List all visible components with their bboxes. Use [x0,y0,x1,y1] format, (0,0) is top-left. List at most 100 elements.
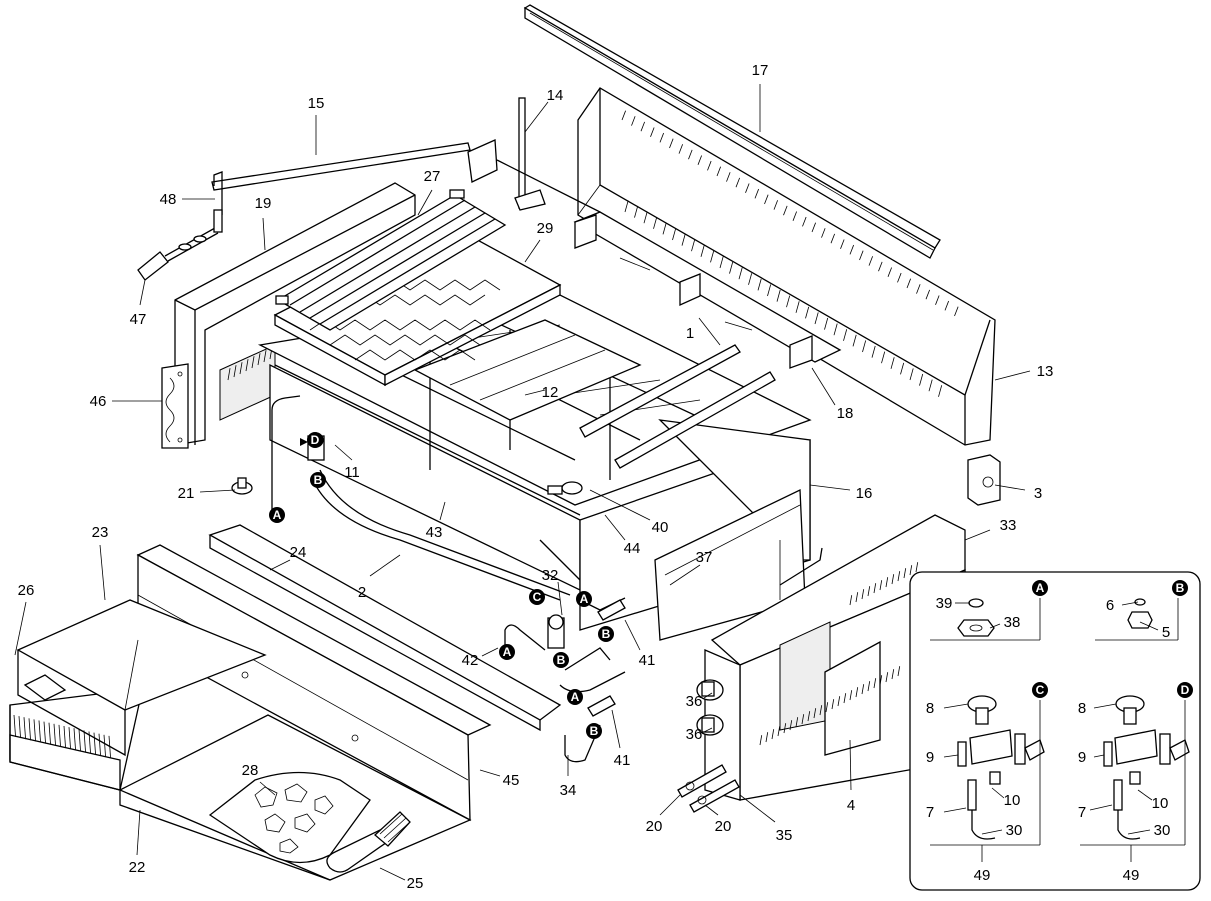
vent-slot [697,155,702,165]
callout-20: 20 [646,818,663,835]
vent-slot [13,714,16,737]
callout-28: 28 [242,762,259,779]
vent-slot [700,245,705,257]
vent-slot [928,379,933,392]
part-36-knobs [696,679,724,736]
badge-B: B [598,626,614,642]
vent-slot [821,228,826,238]
arrow-marker [300,438,308,446]
leader-line [811,367,836,406]
part-3-bracket [967,454,1001,506]
leader-line [589,489,651,521]
callout-5: 5 [1162,624,1170,641]
badge-A: A [567,689,583,705]
svg-text:B: B [602,627,611,641]
vent-slot [53,723,56,746]
callout-49: 49 [974,867,991,884]
part-13-back-panel [577,87,996,446]
vent-slot [819,705,823,716]
leader-line [943,703,969,709]
callout-17: 17 [752,62,769,79]
vent-slot [849,595,853,606]
vent-slot [765,732,769,743]
svg-text:B: B [314,473,323,487]
svg-text:A: A [580,592,589,606]
callout-29: 29 [537,220,554,237]
vent-slot [867,681,871,692]
vent-slot [735,177,740,188]
leader-line [1093,754,1105,758]
part-22-drawer-vents [13,714,111,758]
vent-slot [227,368,231,381]
svg-text:B: B [1176,581,1185,595]
callout-42: 42 [462,652,479,669]
callout-9: 9 [1078,749,1086,766]
leader-line [943,754,959,758]
vent-slot [103,734,106,757]
vent-slot [852,334,857,347]
vent-slot [862,340,867,353]
vent-slot [789,720,793,731]
badge-A: A [499,644,515,660]
vent-slot [813,708,817,719]
vent-slot [837,696,841,707]
vent-slot [873,678,877,689]
leader-line [703,692,713,699]
vent-slot [767,284,772,297]
vent-slot [771,729,775,740]
vent-slot [662,222,667,235]
badge-B: B [553,652,569,668]
vent-slot [861,684,865,695]
vent-slot [757,278,762,291]
svg-text:A: A [503,645,512,659]
vent-slot [792,211,797,221]
vent-slot [900,362,905,375]
svg-text:A: A [273,508,282,522]
callout-41: 41 [614,752,631,769]
callout-45: 45 [503,772,520,789]
callout-43: 43 [426,524,443,541]
part-29-grid-frame [273,224,562,387]
vent-slot [897,272,902,283]
leader-line [481,647,499,657]
vent-slot [643,211,648,224]
leader-line [611,709,621,749]
vent-slot [38,720,41,743]
vent-slot [729,261,734,274]
vent-slot [726,172,731,182]
part-27-grill-rack [275,189,507,331]
vent-slot [795,301,800,313]
vent-slot [897,571,901,582]
leader-line [1139,621,1159,631]
part-12-burner-pan [413,319,642,421]
vent-slot [881,351,886,364]
vent-slot [855,592,859,603]
leader-line [1121,601,1139,606]
vent-slot [840,239,845,249]
vent-slot [251,356,255,369]
callout-18: 18 [837,405,854,422]
callout-6: 6 [1106,597,1114,614]
callout-11: 11 [344,464,360,481]
leader-line [369,554,401,577]
callout-49: 49 [1123,867,1140,884]
vent-slot [68,727,71,750]
leader-line [417,189,433,216]
vent-slot [672,228,677,241]
callout-19: 19 [255,195,272,212]
vent-slot [802,216,807,227]
leader-line [989,623,1001,629]
callout-35: 35 [776,827,793,844]
leader-line [964,529,991,541]
vent-slot [909,565,913,576]
vent-slot [239,362,243,375]
vent-slot [916,284,921,294]
vent-slot [738,267,743,280]
leader-line [981,829,1003,835]
leader-line [14,601,27,656]
callout-27: 27 [424,168,441,185]
vent-slot [759,735,763,746]
vent-slot [885,672,889,683]
callout-23: 23 [92,524,109,541]
